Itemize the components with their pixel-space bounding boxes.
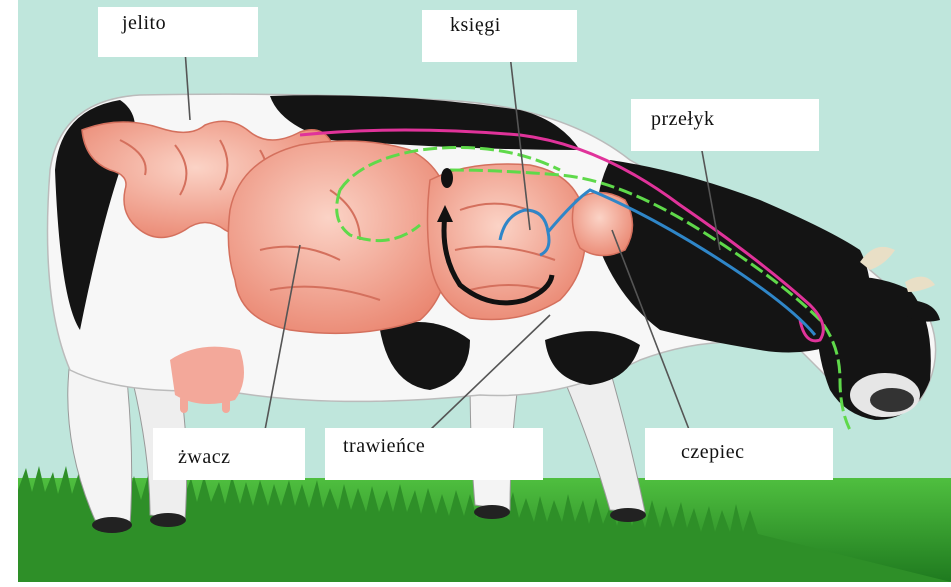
label-czepiec: czepiec	[681, 441, 744, 464]
cow-teat	[180, 395, 188, 413]
black-dot	[441, 168, 453, 188]
cow-teat	[222, 395, 230, 413]
label-jelito: jelito	[122, 12, 166, 35]
reticulum	[572, 193, 632, 256]
cow-udder	[170, 347, 244, 404]
label-ksiegi: księgi	[450, 14, 501, 37]
hoof	[150, 513, 186, 527]
hoof	[474, 505, 510, 519]
hoof	[610, 508, 646, 522]
left-margin	[0, 0, 18, 582]
label-trawienice: trawieńce	[343, 435, 425, 458]
label-przelyk: przełyk	[651, 108, 714, 131]
rumen	[228, 141, 450, 333]
cow-nose	[870, 388, 914, 412]
abomasum	[428, 164, 586, 320]
hoof	[92, 517, 132, 533]
label-zwacz: żwacz	[178, 446, 230, 469]
